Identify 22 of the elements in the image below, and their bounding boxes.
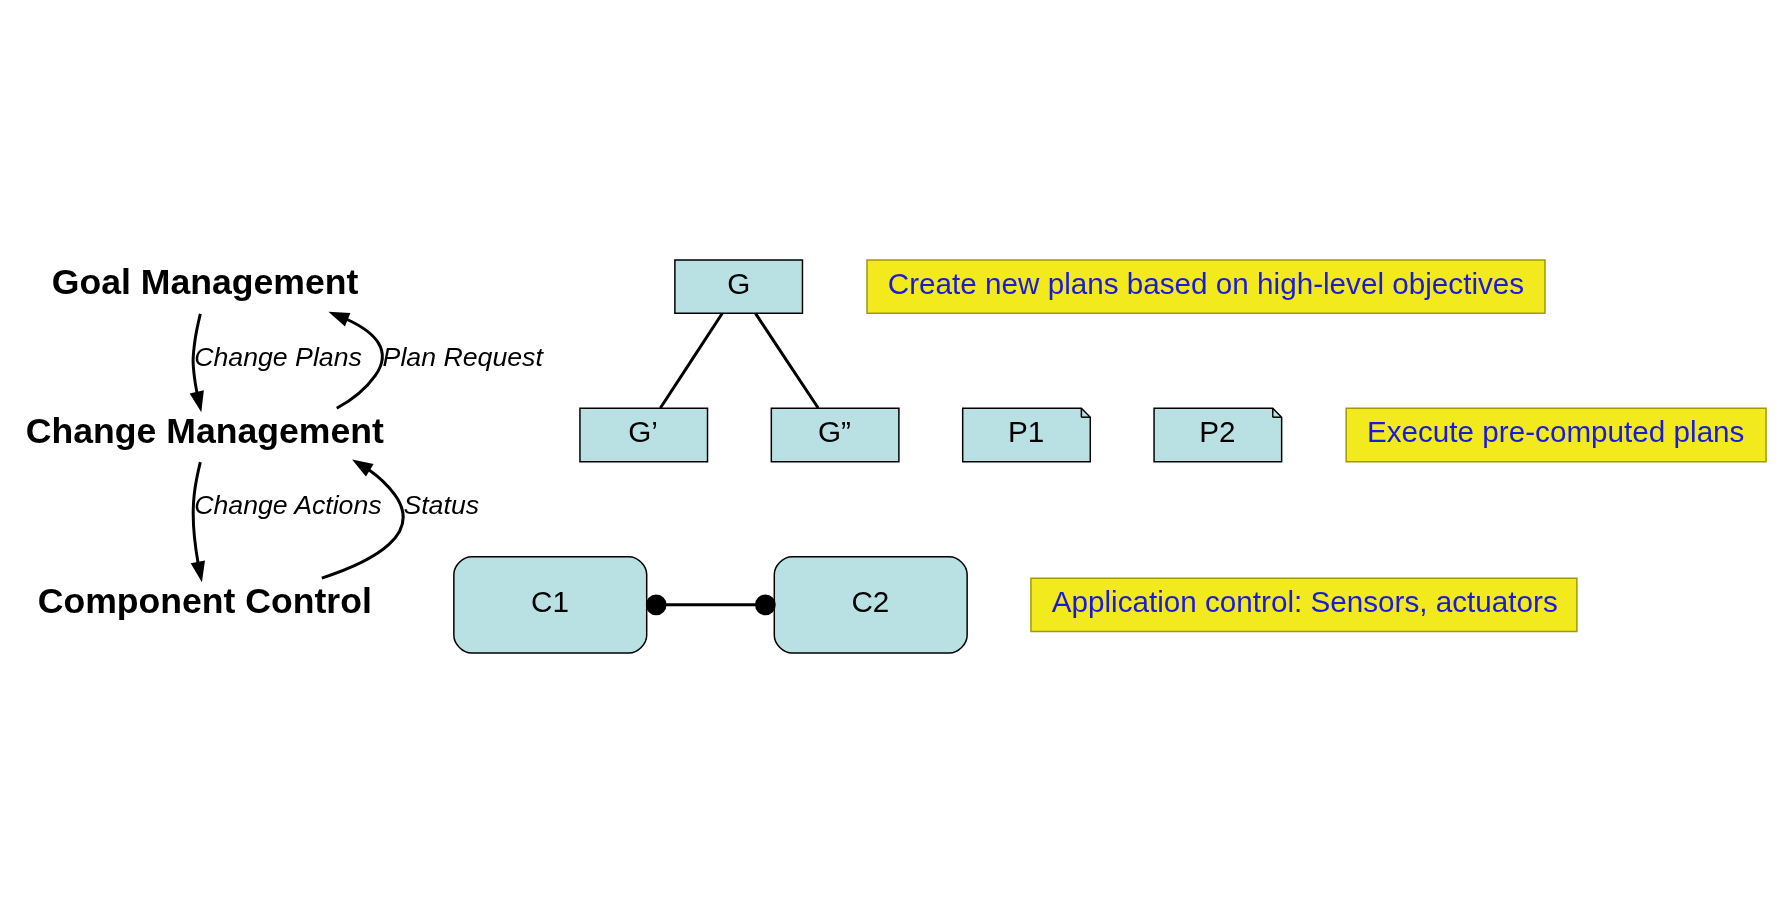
connector: [754, 312, 820, 409]
arrow: [328, 311, 384, 410]
node-box: G’: [579, 407, 709, 463]
edge-label: Status: [403, 490, 480, 521]
node-box: Application control: Sensors, actuators: [1030, 577, 1578, 633]
node-box: Create new plans based on high-level objectives: [866, 259, 1546, 315]
arrow: [189, 313, 204, 413]
node-box: C1: [453, 555, 648, 654]
arrow: [321, 459, 405, 580]
node-text: Change Management: [25, 410, 384, 451]
node-box: G”: [770, 407, 900, 463]
edge-label: Change Actions: [194, 490, 382, 521]
edge-label: Change Plans: [194, 341, 362, 372]
connector: [645, 594, 776, 616]
node-text: Goal Management: [51, 262, 359, 303]
node-box: G: [674, 259, 804, 315]
node-box: C2: [773, 555, 968, 654]
node-box: Execute pre-computed plans: [1345, 407, 1767, 463]
edge-label: Plan Request: [382, 341, 543, 372]
node-text: Component Control: [37, 580, 372, 621]
connector: [659, 312, 724, 409]
arrow: [190, 461, 205, 583]
